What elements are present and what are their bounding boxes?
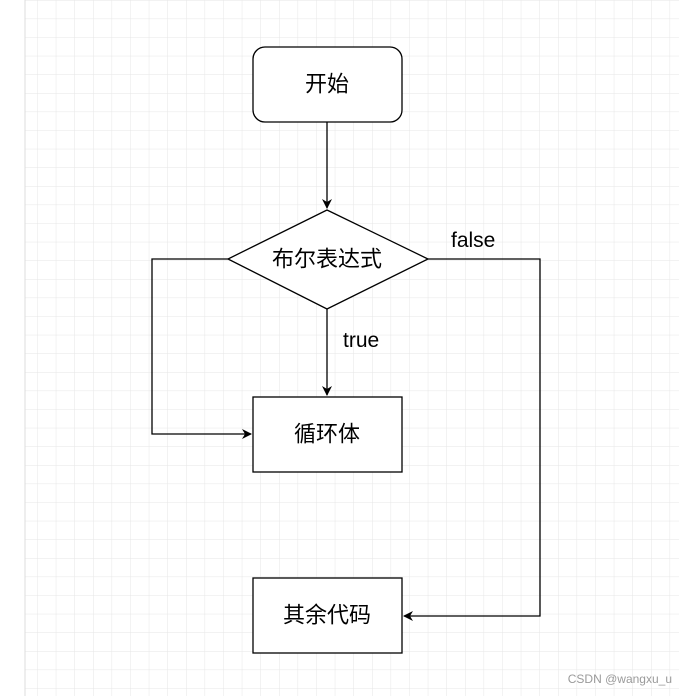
node-rest-code-label: 其余代码 [283, 604, 371, 629]
watermark: CSDN @wangxu_u [568, 672, 672, 686]
node-condition-label: 布尔表达式 [272, 248, 382, 273]
node-rest-code[interactable]: 其余代码 [252, 577, 403, 654]
edge-label-false: false [451, 229, 495, 252]
node-condition-shape [226, 209, 430, 310]
node-rest-code-shape [252, 577, 403, 654]
edges [151, 122, 541, 621]
node-start-label: 开始 [305, 73, 349, 98]
left-margin-strip [0, 0, 25, 696]
edge-label-true: true [343, 329, 379, 352]
node-start[interactable]: 开始 [252, 46, 403, 123]
node-start-shape [252, 46, 403, 123]
node-loop-body[interactable]: 循环体 [252, 396, 403, 473]
node-loop-body-label: 循环体 [294, 423, 360, 448]
edge-loop-back[interactable] [151, 258, 252, 439]
node-loop-body-shape [252, 396, 403, 473]
node-condition[interactable]: 布尔表达式 [226, 209, 430, 310]
edge-condition-false[interactable] [403, 258, 541, 621]
